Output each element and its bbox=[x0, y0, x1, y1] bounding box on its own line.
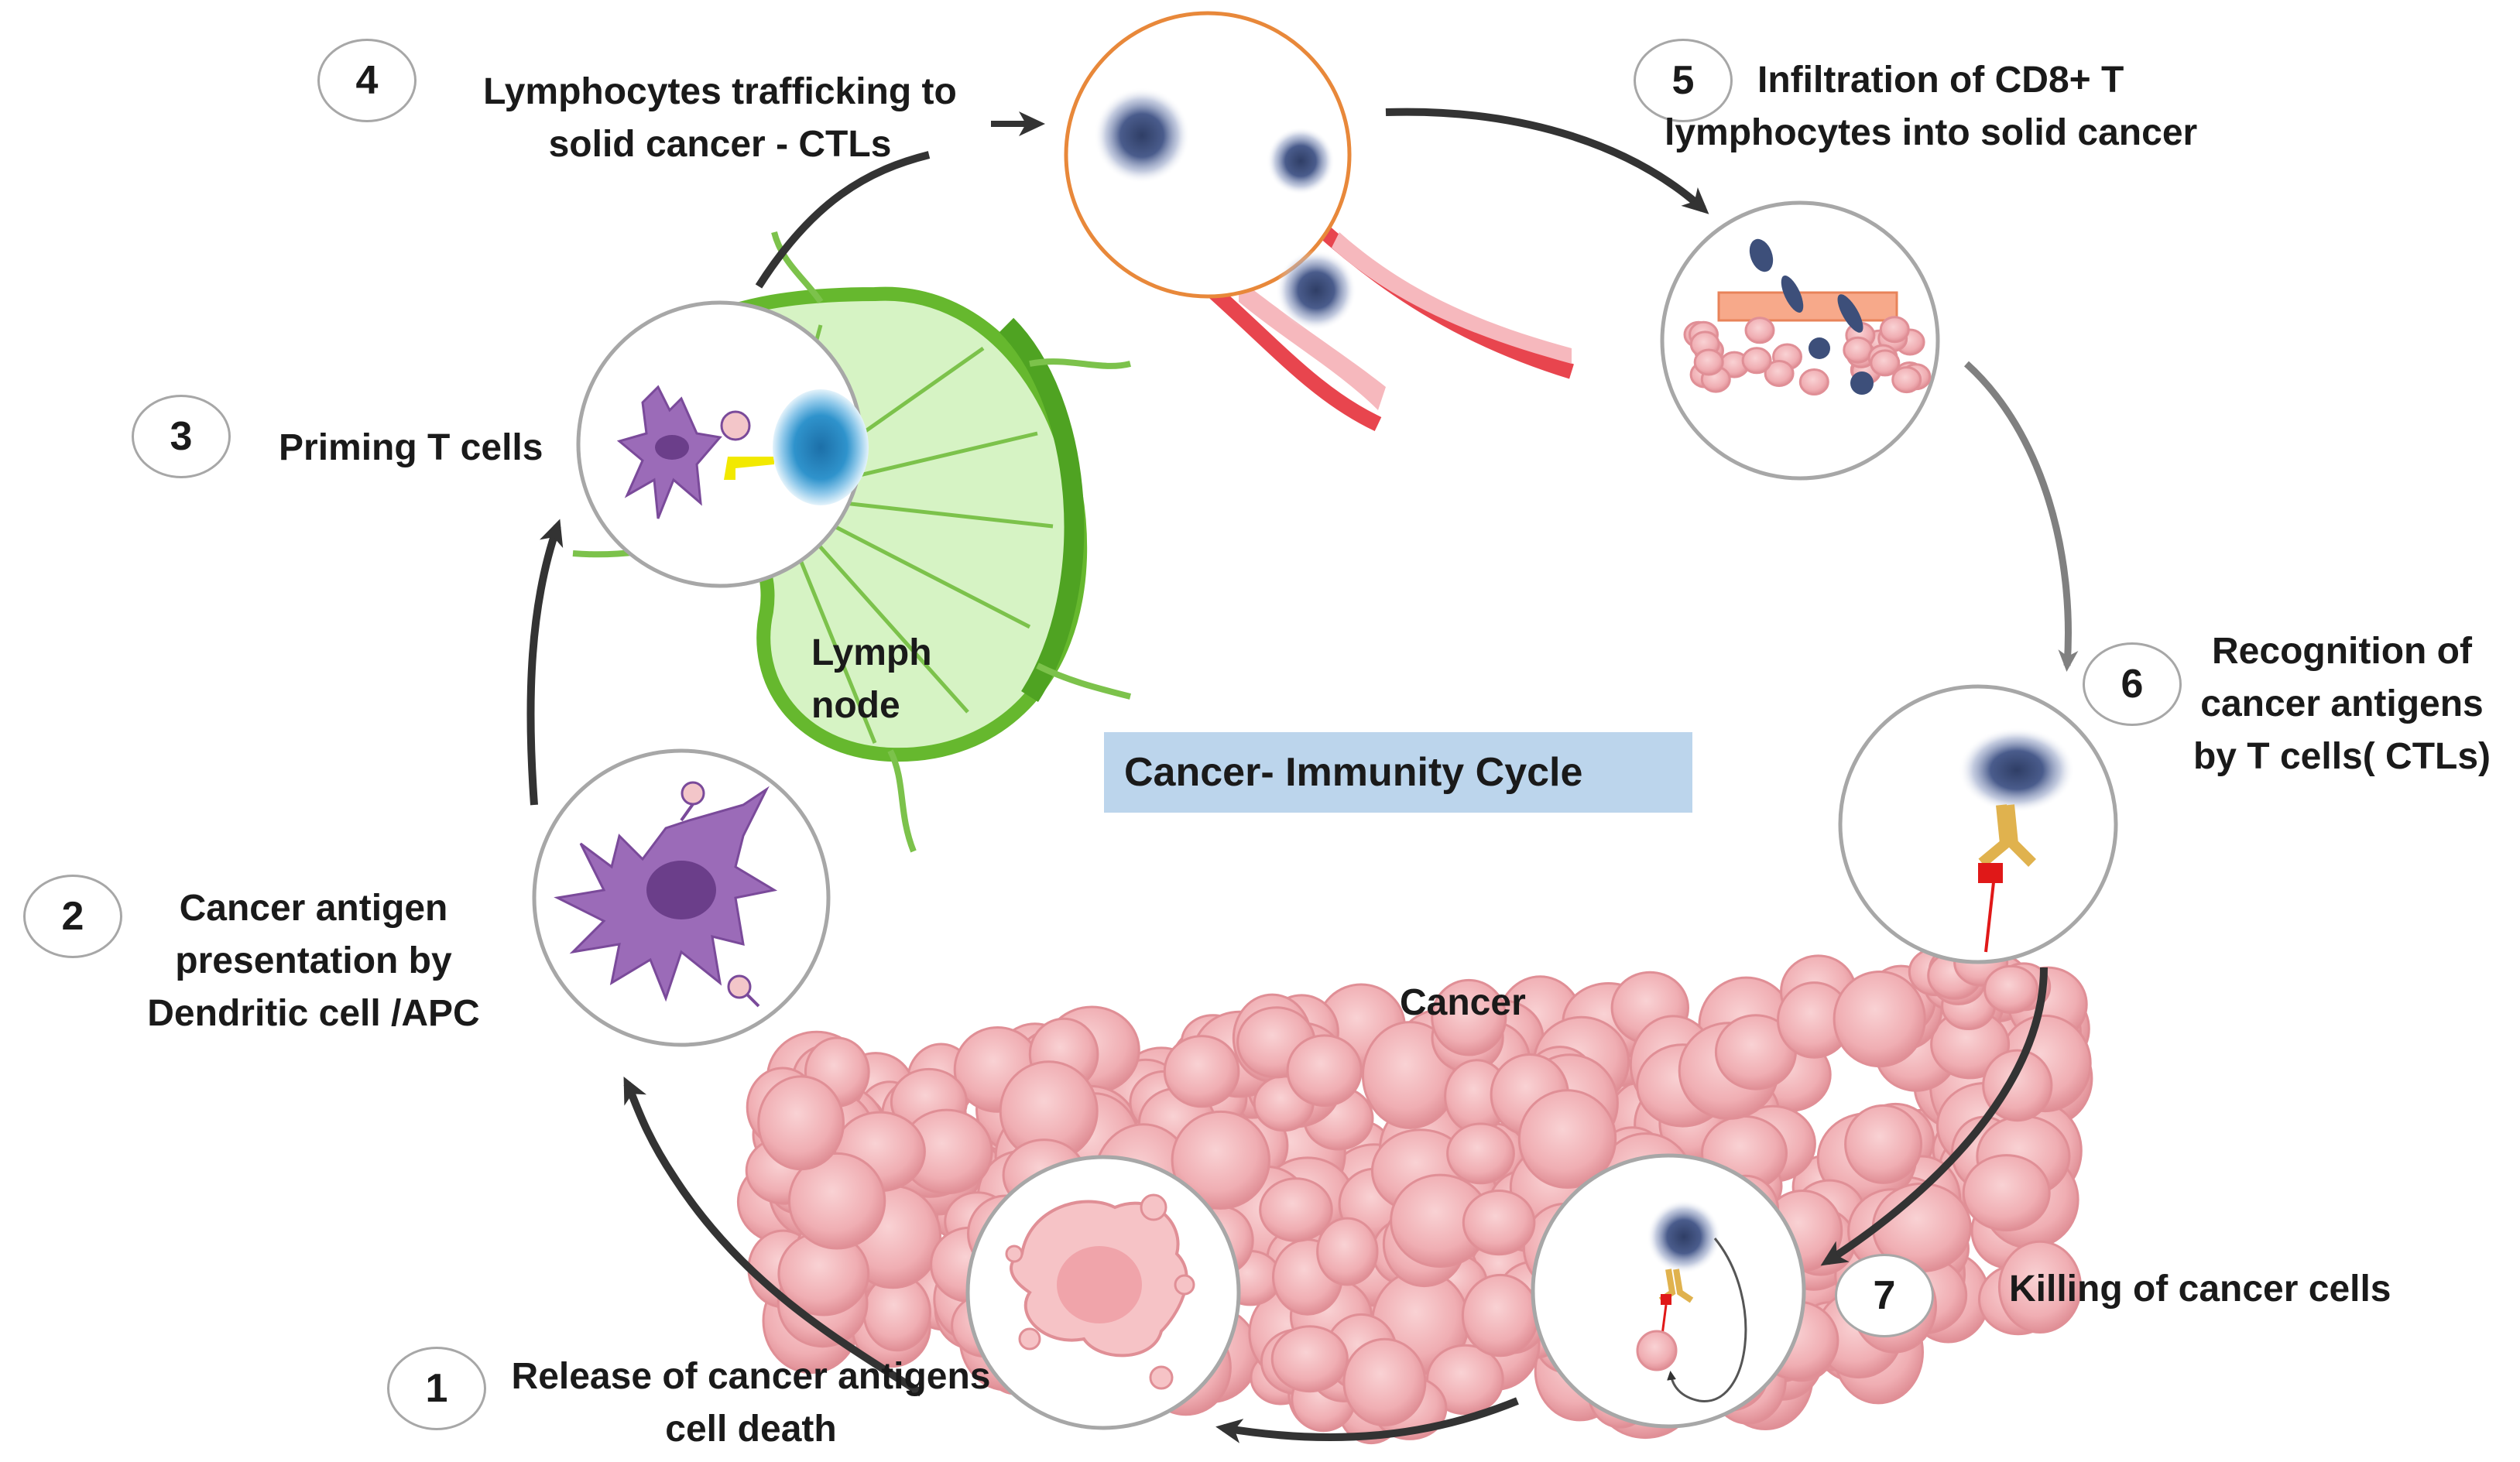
step6-label-line1: Recognition of bbox=[2212, 631, 2472, 672]
step6-label-line2: cancer antigens bbox=[2200, 683, 2484, 724]
step1-label-line2: cell death bbox=[665, 1409, 837, 1450]
step4-circle bbox=[1064, 11, 1356, 330]
step3-label-line1: Priming T cells bbox=[279, 427, 543, 468]
tumor-cell bbox=[1833, 971, 1926, 1068]
tumor-cell bbox=[1316, 1217, 1379, 1286]
tumor-cell bbox=[1962, 1154, 2051, 1232]
step1-circle bbox=[965, 1155, 1241, 1430]
tumor-cell bbox=[1798, 368, 1829, 395]
tumor-cell bbox=[1342, 1337, 1427, 1427]
step5-circle bbox=[1660, 200, 1940, 481]
tumor-cell bbox=[1744, 317, 1775, 344]
tumor-cell bbox=[1286, 1034, 1363, 1107]
cancer-label: Cancer bbox=[1400, 982, 1526, 1023]
tumor-cell bbox=[1517, 1089, 1617, 1189]
tumor-cell bbox=[1879, 316, 1910, 344]
tumor-cell bbox=[1693, 348, 1724, 376]
step1-label: Release of cancer antigens cell death bbox=[511, 1351, 991, 1456]
step7-circle bbox=[1531, 1153, 1806, 1429]
step3-label: Priming T cells bbox=[279, 422, 543, 474]
step2-label-line3: Dendritic cell /APC bbox=[147, 993, 480, 1034]
diagram-title: Cancer- Immunity Cycle bbox=[1124, 750, 1583, 795]
step5-label: Infiltration of CD8+ T lymphocytes into … bbox=[1665, 54, 2284, 159]
tumor-cell bbox=[1870, 349, 1901, 377]
step2-label-line1: Cancer antigen bbox=[179, 888, 448, 929]
blood-vessel bbox=[1202, 218, 1574, 432]
step2-label-line2: presentation by bbox=[175, 940, 452, 981]
tumor-cell bbox=[1843, 336, 1874, 364]
tumor-cell bbox=[1426, 1344, 1504, 1416]
step2-circle bbox=[532, 748, 831, 1047]
tumor-cell bbox=[1891, 366, 1922, 394]
tumor-cell bbox=[1259, 1177, 1333, 1242]
step4-label: Lymphocytes trafficking to solid cancer … bbox=[465, 66, 975, 171]
step1-label-line1: Release of cancer antigens bbox=[511, 1356, 991, 1397]
tumor-cell bbox=[1171, 1110, 1271, 1210]
tumor-cell bbox=[1461, 1273, 1539, 1358]
step3-circle bbox=[576, 300, 869, 588]
tumor-cell bbox=[1270, 1325, 1349, 1393]
step7-label: Killing of cancer cells bbox=[2009, 1263, 2391, 1316]
step5-label-line1: Infiltration of CD8+ T bbox=[1757, 60, 2124, 101]
tumor-cell bbox=[1764, 360, 1795, 387]
step6-label: Recognition of cancer antigens by T cell… bbox=[2168, 625, 2516, 783]
tumor-cell bbox=[1997, 1240, 2083, 1334]
step5-number-badge: 5 bbox=[1634, 39, 1733, 122]
tumor-cell bbox=[1163, 1035, 1240, 1108]
tumor-cell bbox=[1844, 1104, 1923, 1184]
lymph-node-label-line1: Lymph bbox=[811, 632, 932, 673]
step7-number-badge: 7 bbox=[1835, 1254, 1934, 1337]
step4-label-line2: solid cancer - CTLs bbox=[548, 124, 892, 165]
step2-number-badge: 2 bbox=[23, 875, 122, 958]
tumor-cell bbox=[787, 1152, 886, 1250]
step6-circle bbox=[1838, 684, 2118, 964]
step1-number-badge: 1 bbox=[387, 1347, 486, 1430]
tumor-cell bbox=[1446, 1122, 1515, 1185]
tumor-cell bbox=[1462, 1190, 1536, 1256]
tumor-cell bbox=[1431, 978, 1507, 1056]
step4-number-badge: 4 bbox=[317, 39, 417, 122]
tumor-cell bbox=[757, 1075, 845, 1171]
lymph-node-label: Lymph node bbox=[811, 627, 932, 732]
diagram-title-box: Cancer- Immunity Cycle bbox=[1104, 732, 1692, 813]
step2-label: Cancer antigen presentation by Dendritic… bbox=[135, 882, 492, 1040]
step4-label-line1: Lymphocytes trafficking to bbox=[483, 71, 957, 112]
step5-label-line2: lymphocytes into solid cancer bbox=[1665, 112, 2198, 153]
tumor-cell bbox=[1983, 964, 2039, 1014]
tumor-cell bbox=[1741, 347, 1772, 375]
step6-number-badge: 6 bbox=[2083, 642, 2182, 726]
lymph-node-label-line2: node bbox=[811, 685, 900, 726]
step3-number-badge: 3 bbox=[132, 395, 231, 478]
step6-label-line3: by T cells( CTLs) bbox=[2193, 736, 2491, 777]
step7-label-line1: Killing of cancer cells bbox=[2009, 1269, 2391, 1310]
